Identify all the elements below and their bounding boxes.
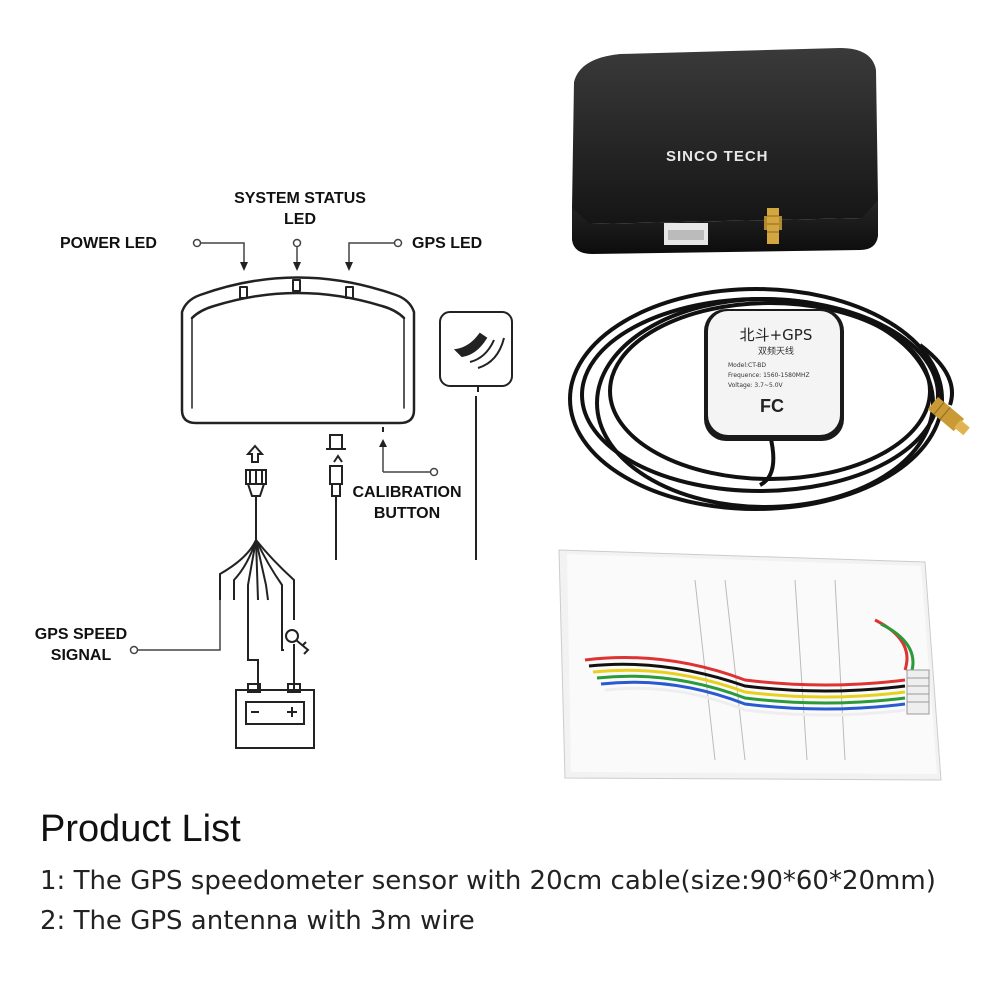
product-list-item: 1: The GPS speedometer sensor with 20cm … — [40, 866, 936, 896]
fc-mark: FC — [760, 396, 784, 416]
gps-speed-signal-label: GPS SPEED SIGNAL — [34, 626, 128, 664]
sensor-box-photo — [572, 48, 878, 254]
harness-manual-photo — [558, 549, 942, 781]
device-body — [180, 276, 416, 425]
antenna-photo — [568, 287, 970, 511]
wiring-diagram — [129, 238, 513, 749]
calibration-button-label: CALIBRATION BUTTON — [352, 484, 462, 522]
gps-led-mark — [345, 286, 354, 299]
product-list-title: Product List — [40, 808, 241, 850]
antenna-module — [439, 311, 513, 387]
antenna-frequence: Frequence: 1560-1580MHZ — [728, 372, 810, 379]
antenna-voltage: Voltage: 3.7~5.0V — [728, 382, 783, 389]
system-status-led-label: SYSTEM STATUS LED — [234, 190, 366, 228]
gps-led-label: GPS LED — [412, 235, 483, 252]
product-list-item: 2: The GPS antenna with 3m wire — [40, 906, 475, 936]
antenna-title: 北斗+GPS — [739, 326, 813, 344]
antenna-model: Model:CT-BD — [728, 362, 767, 369]
power-led-mark — [239, 286, 248, 299]
battery — [235, 689, 315, 749]
power-led-label: POWER LED — [60, 235, 157, 252]
antenna-subtitle: 双频天线 — [757, 347, 794, 357]
brand-label: SINCO TECH — [666, 148, 769, 165]
status-led-mark — [292, 279, 301, 292]
device-led-strip — [190, 291, 406, 320]
antenna-port — [329, 434, 343, 450]
